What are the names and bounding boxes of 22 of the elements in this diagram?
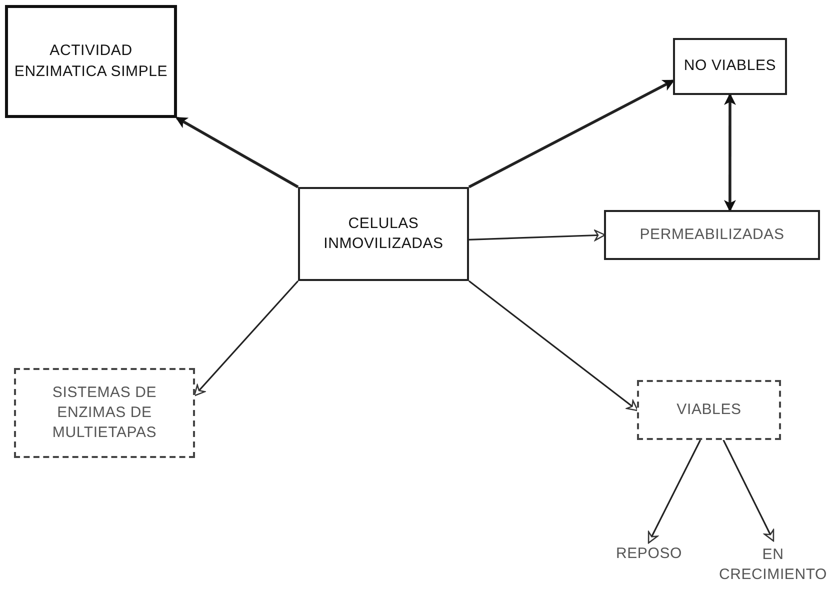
dashed-box	[637, 380, 781, 440]
box-label: PERMEABILIZADAS	[640, 224, 784, 245]
node-label: REPOSO	[616, 544, 682, 564]
arrow	[468, 80, 675, 188]
box-label: VIABLES	[676, 400, 742, 420]
node-label: EN CRECIMIENTO	[718, 544, 828, 585]
process-box	[604, 210, 820, 260]
arrow	[194, 280, 299, 396]
arrow	[724, 93, 736, 212]
process-box	[298, 187, 469, 281]
box-label: CELULAS INMOVILIZADAS	[322, 214, 444, 254]
arrow	[648, 440, 702, 544]
arrow	[468, 280, 638, 412]
box-label: ACTIVIDAD ENZIMATICA SIMPLE	[13, 41, 169, 82]
process-box	[5, 5, 177, 118]
arrow	[468, 230, 606, 241]
box-label: NO VIABLES	[684, 56, 776, 76]
dashed-box	[14, 368, 195, 458]
arrow	[722, 440, 774, 542]
arrow	[175, 116, 299, 188]
process-box	[673, 38, 787, 95]
box-label: SISTEMAS DE ENZIMAS DE MULTIETAPAS	[51, 382, 158, 444]
